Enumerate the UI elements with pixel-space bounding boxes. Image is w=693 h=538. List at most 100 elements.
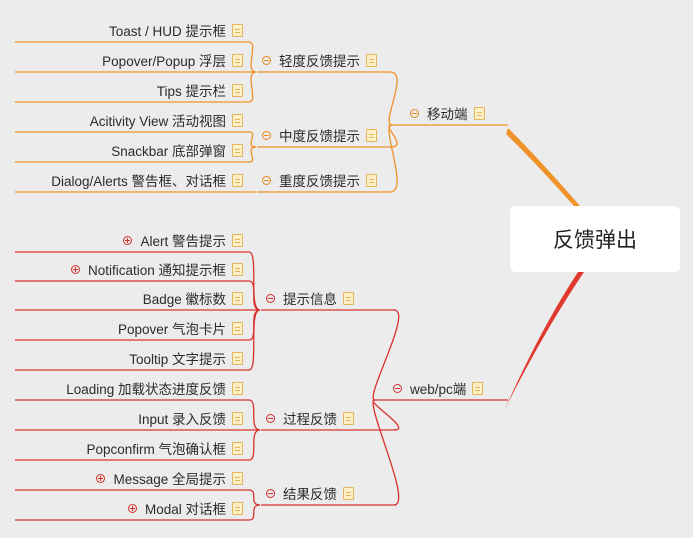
group-1-1[interactable]: 过程反馈	[266, 406, 354, 430]
collapse-toggle-icon[interactable]	[266, 413, 275, 423]
expand-toggle-icon[interactable]	[96, 473, 106, 483]
leaf-item-label: Acitivity View 活动视图	[89, 114, 226, 129]
leaf-item-label: Alert 警告提示	[140, 234, 226, 249]
leaf-item-label: Toast / HUD 提示框	[108, 24, 226, 39]
branch-mobile[interactable]: 移动端	[410, 101, 485, 125]
note-icon[interactable]	[232, 173, 243, 187]
collapse-toggle-icon[interactable]	[266, 488, 275, 498]
collapse-toggle-icon[interactable]	[393, 383, 402, 393]
note-icon[interactable]	[232, 411, 243, 425]
group-0-0[interactable]: 轻度反馈提示	[262, 48, 377, 72]
group-0-2[interactable]: 重度反馈提示	[262, 168, 377, 192]
group-connector	[388, 71, 398, 126]
leaf-item[interactable]: Dialog/Alerts 警告框、对话框	[51, 168, 243, 192]
leaf-connector	[248, 71, 257, 103]
leaf-item-label: Input 录入反馈	[138, 412, 226, 427]
leaf-item[interactable]: Loading 加载状态进度反馈	[66, 376, 243, 400]
leaf-item-label: Loading 加载状态进度反馈	[66, 382, 226, 397]
leaf-connector	[248, 41, 257, 73]
expand-toggle-icon[interactable]	[123, 235, 133, 245]
note-icon[interactable]	[366, 173, 377, 187]
leaf-item-label: Popover 气泡卡片	[117, 322, 226, 337]
note-icon[interactable]	[232, 233, 243, 247]
group-1-0[interactable]: 提示信息	[266, 286, 354, 310]
expand-toggle-icon[interactable]	[70, 264, 80, 274]
leaf-connector	[248, 131, 257, 148]
note-icon[interactable]	[232, 291, 243, 305]
leaf-connector	[248, 489, 261, 506]
leaf-item-label: Message 全局提示	[113, 472, 226, 487]
leaf-connector	[248, 429, 261, 461]
leaf-connector	[248, 309, 261, 371]
note-icon[interactable]	[232, 351, 243, 365]
note-icon[interactable]	[232, 381, 243, 395]
leaf-connector	[248, 504, 261, 521]
note-icon[interactable]	[366, 53, 377, 67]
root-topic[interactable]: 反馈弹出	[510, 206, 680, 272]
connector-root-web	[505, 272, 584, 409]
leaf-item[interactable]: Popover/Popup 浮层	[102, 48, 243, 72]
leaf-item[interactable]: Popconfirm 气泡确认框	[86, 436, 243, 460]
group-0-1-label: 中度反馈提示	[279, 129, 360, 144]
leaf-item[interactable]: Modal 对话框	[127, 496, 243, 520]
note-icon[interactable]	[232, 471, 243, 485]
note-icon[interactable]	[473, 106, 485, 120]
note-icon[interactable]	[343, 486, 354, 500]
leaf-item-label: Tooltip 文字提示	[129, 352, 226, 367]
group-connector	[372, 399, 400, 431]
leaf-connector	[248, 399, 261, 431]
note-icon[interactable]	[232, 441, 243, 455]
leaf-connector	[248, 280, 261, 311]
group-0-0-label: 轻度反馈提示	[279, 54, 360, 69]
leaf-item[interactable]: Input 录入反馈	[138, 406, 243, 430]
note-icon[interactable]	[366, 128, 377, 142]
group-1-2[interactable]: 结果反馈	[266, 481, 354, 505]
expand-toggle-icon[interactable]	[127, 503, 137, 513]
group-1-0-label: 提示信息	[283, 292, 337, 307]
leaf-item[interactable]: Badge 徽标数	[143, 286, 243, 310]
leaf-item[interactable]: Notification 通知提示框	[70, 257, 243, 281]
note-icon[interactable]	[232, 262, 243, 276]
group-connector	[372, 309, 400, 401]
note-icon[interactable]	[343, 411, 354, 425]
note-icon[interactable]	[232, 113, 243, 127]
group-0-2-label: 重度反馈提示	[279, 174, 360, 189]
leaf-item[interactable]: Snackbar 底部弹窗	[111, 138, 243, 162]
leaf-item[interactable]: Popover 气泡卡片	[118, 316, 243, 340]
group-1-2-label: 结果反馈	[283, 487, 337, 502]
note-icon[interactable]	[472, 381, 484, 395]
leaf-item-label: Dialog/Alerts 警告框、对话框	[51, 174, 226, 189]
collapse-toggle-icon[interactable]	[410, 108, 419, 118]
leaf-item-label: Notification 通知提示框	[87, 263, 226, 278]
leaf-item[interactable]: Alert 警告提示	[123, 228, 243, 252]
collapse-toggle-icon[interactable]	[262, 175, 271, 185]
branch-web[interactable]: web/pc端	[393, 376, 484, 400]
leaf-item-label: Modal 对话框	[144, 502, 226, 517]
note-icon[interactable]	[232, 143, 243, 157]
collapse-toggle-icon[interactable]	[262, 55, 271, 65]
group-1-1-label: 过程反馈	[283, 412, 337, 427]
leaf-item-label: Popconfirm 气泡确认框	[86, 442, 226, 457]
note-icon[interactable]	[232, 501, 243, 515]
leaf-item[interactable]: Acitivity View 活动视图	[90, 108, 243, 132]
note-icon[interactable]	[232, 83, 243, 97]
leaf-item[interactable]: Tips 提示栏	[157, 78, 243, 102]
note-icon[interactable]	[232, 23, 243, 37]
branch-mobile-label: 移动端	[427, 107, 468, 122]
leaf-item-label: Snackbar 底部弹窗	[111, 144, 226, 159]
leaf-item[interactable]: Message 全局提示	[96, 466, 243, 490]
leaf-connector	[248, 146, 257, 163]
leaf-item[interactable]: Tooltip 文字提示	[129, 346, 243, 370]
note-icon[interactable]	[232, 53, 243, 67]
leaf-item[interactable]: Toast / HUD 提示框	[109, 18, 243, 42]
root-topic-label: 反馈弹出	[553, 229, 637, 252]
group-0-1[interactable]: 中度反馈提示	[262, 123, 377, 147]
group-connector	[388, 124, 398, 193]
leaf-item-label: Tips 提示栏	[156, 84, 226, 99]
note-icon[interactable]	[232, 321, 243, 335]
note-icon[interactable]	[343, 291, 354, 305]
group-connector	[372, 399, 400, 506]
collapse-toggle-icon[interactable]	[262, 130, 271, 140]
collapse-toggle-icon[interactable]	[266, 293, 275, 303]
